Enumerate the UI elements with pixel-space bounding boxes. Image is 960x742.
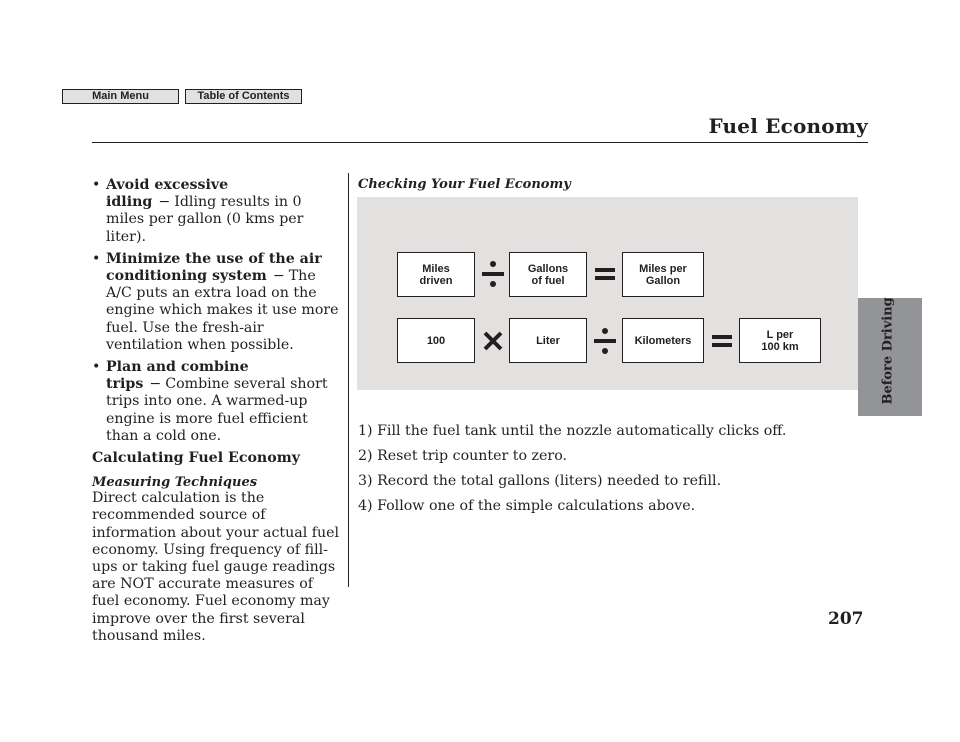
- tip-title: Avoid excessive idling: [106, 177, 229, 211]
- tip-title: Minimize the use of the air conditioning…: [106, 250, 322, 285]
- hundred-box: 100: [397, 318, 475, 363]
- tip-air-conditioning: • Minimize the use of the air conditioni…: [92, 251, 342, 354]
- liter-box: Liter: [509, 318, 587, 363]
- left-column: • Avoid excessive idling−Idling results …: [92, 177, 342, 645]
- sub-heading: Measuring Techniques: [92, 475, 258, 491]
- header-rule: [92, 142, 868, 143]
- section-heading: Calculating Fuel Economy: [92, 450, 300, 467]
- equals-icon: [595, 268, 615, 280]
- tip-text: Combine several short trips into one. A …: [106, 376, 328, 444]
- measuring-paragraph: Direct calculation is the recommended so…: [92, 490, 340, 644]
- section-tab: [858, 298, 922, 416]
- step-item: 2) Reset trip counter to zero.: [358, 448, 568, 464]
- gallons-of-fuel-box: Gallons of fuel: [509, 252, 587, 297]
- bullet-icon: •: [92, 359, 101, 376]
- step-item: 4) Follow one of the simple calculations…: [358, 498, 696, 514]
- page-number: 207: [828, 609, 864, 629]
- section-tab-label: Before Driving: [880, 297, 896, 405]
- dash: −: [158, 194, 171, 211]
- tip-text: Idling results in 0 miles per gallon (0 …: [106, 194, 304, 245]
- divide-icon: [594, 328, 616, 354]
- checking-heading: Checking Your Fuel Economy: [358, 177, 571, 192]
- dash: −: [272, 268, 285, 285]
- steps-list: 1) Fill the fuel tank until the nozzle a…: [358, 423, 858, 523]
- multiply-icon: [483, 331, 503, 351]
- page-title: Fuel Economy: [708, 114, 868, 138]
- dash: −: [149, 376, 162, 393]
- bullet-icon: •: [92, 177, 101, 193]
- tip-title: Plan and combine trips: [106, 359, 249, 393]
- miles-per-gallon-box: Miles per Gallon: [622, 252, 704, 297]
- tip-idling: • Avoid excessive idling−Idling results …: [92, 177, 342, 246]
- table-of-contents-button[interactable]: Table of Contents: [185, 89, 302, 104]
- miles-driven-box: Miles driven: [397, 252, 475, 297]
- equals-icon: [712, 335, 732, 347]
- liters-per-100km-box: L per 100 km: [739, 318, 821, 363]
- tip-text: The A/C puts an extra load on the engine…: [106, 268, 339, 353]
- fuel-economy-diagram: Miles driven Gallons of fuel Miles per G…: [357, 197, 858, 390]
- bullet-icon: •: [92, 250, 101, 267]
- step-item: 3) Record the total gallons (liters) nee…: [358, 473, 722, 489]
- main-menu-button[interactable]: Main Menu: [62, 89, 179, 104]
- step-item: 1) Fill the fuel tank until the nozzle a…: [358, 423, 787, 439]
- tip-combine-trips: • Plan and combine trips−Combine several…: [92, 359, 342, 445]
- kilometers-box: Kilometers: [622, 318, 704, 363]
- divide-icon: [482, 261, 504, 287]
- column-divider: [348, 173, 349, 587]
